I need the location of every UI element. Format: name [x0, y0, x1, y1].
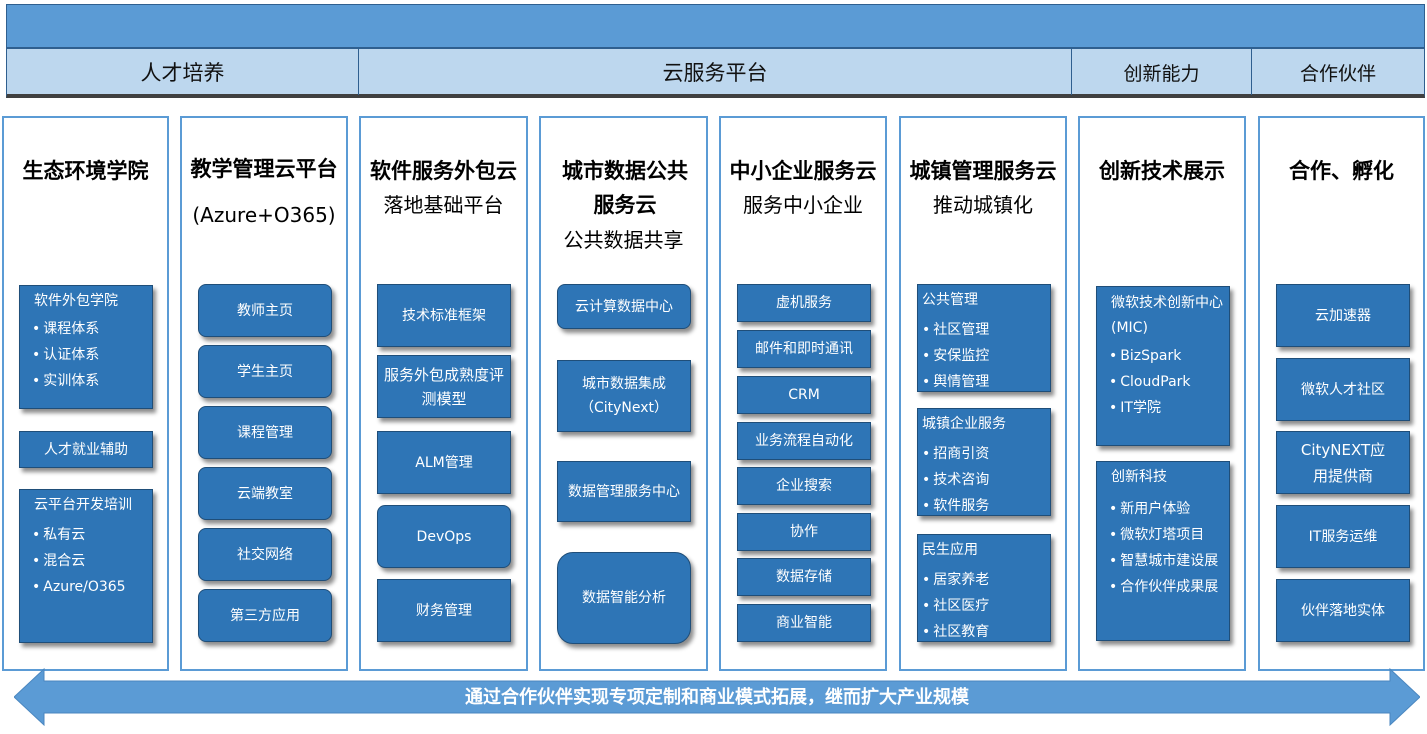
box-data-storage[interactable]: 数据存储: [737, 558, 871, 596]
box-tech-standard-framework[interactable]: 技术标准框架: [377, 284, 511, 347]
category-header: 人才培养 云服务平台 创新能力 合作伙伴: [6, 48, 1425, 98]
box-crm[interactable]: CRM: [737, 376, 871, 414]
list-item: 微软灯塔项目: [1109, 522, 1218, 548]
box-cloud-classroom[interactable]: 云端教室: [198, 467, 332, 520]
box-microsoft-innovation-center[interactable]: 微软技术创新中心(MIC) BizSpark CloudPark IT学院: [1096, 286, 1230, 446]
list-item: IT学院: [1109, 395, 1191, 421]
list-item: 智慧城市建设展: [1109, 548, 1218, 574]
column-subtitle: 落地基础平台: [383, 193, 504, 217]
box-vm-service[interactable]: 虚机服务: [737, 284, 871, 322]
list-item: 实训体系: [32, 368, 99, 394]
arrow-caption: 通过合作伙伴实现专项定制和商业模式拓展，继而扩大产业规模: [465, 687, 969, 708]
column-town-management-cloud: 城镇管理服务云 推动城镇化 公共管理 社区管理 安保监控 舆情管理 城镇企业服务…: [899, 116, 1067, 671]
double-arrow-banner: 通过合作伙伴实现专项定制和商业模式拓展，继而扩大产业规模: [13, 667, 1421, 727]
list-item: BizSpark: [1109, 343, 1191, 369]
box-student-home[interactable]: 学生主页: [198, 345, 332, 398]
box-business-intelligence[interactable]: 商业智能: [737, 604, 871, 642]
list-item: 合作伙伴成果展: [1109, 574, 1218, 600]
box-it-operations[interactable]: IT服务运维: [1276, 505, 1410, 568]
box-enterprise-search[interactable]: 企业搜索: [737, 467, 871, 505]
box-livelihood-apps[interactable]: 民生应用 居家养老 社区医疗 社区教育: [917, 534, 1051, 642]
header-innovation: 创新能力: [1072, 49, 1252, 95]
header-cloud-platform: 云服务平台: [359, 49, 1072, 95]
list-item: 居家养老: [922, 567, 989, 593]
list-item: 认证体系: [32, 342, 99, 368]
list-item: Azure/O365: [32, 574, 125, 600]
list-item: 社区教育: [922, 619, 989, 645]
list-item: 招商引资: [922, 441, 989, 467]
column-title: 创新技术展示: [1099, 159, 1225, 183]
box-data-management-center[interactable]: 数据管理服务中心: [557, 461, 691, 522]
box-finance-management[interactable]: 财务管理: [377, 579, 511, 642]
column-subtitle: (Azure+O365): [192, 203, 336, 227]
box-teacher-home[interactable]: 教师主页: [198, 284, 332, 337]
list-item: 安保监控: [922, 343, 989, 369]
column-cooperation-incubation: 合作、孵化 云加速器 微软人才社区 CityNEXT应用提供商 IT服务运维 伙…: [1258, 116, 1425, 671]
list-item: 社区管理: [922, 317, 989, 343]
column-software-outsourcing-cloud: 软件服务外包云 落地基础平台 技术标准框架 服务外包成熟度评测模型 ALM管理 …: [359, 116, 528, 671]
list-item: 社区医疗: [922, 593, 989, 619]
box-alm-management[interactable]: ALM管理: [377, 431, 511, 494]
column-title: 中小企业服务云: [729, 159, 877, 183]
box-town-enterprise-services[interactable]: 城镇企业服务 招商引资 技术咨询 软件服务: [917, 408, 1051, 516]
list-item: 舆情管理: [922, 369, 989, 395]
box-title: 创新科技: [1111, 469, 1167, 485]
column-title: 合作、孵化: [1289, 159, 1394, 183]
column-subtitle: 服务中小企业: [743, 193, 863, 217]
box-title: 公共管理: [922, 292, 978, 308]
box-title: 民生应用: [922, 542, 978, 558]
top-banner: [6, 4, 1425, 48]
box-public-management[interactable]: 公共管理 社区管理 安保监控 舆情管理: [917, 284, 1051, 392]
box-email-im[interactable]: 邮件和即时通讯: [737, 330, 871, 368]
column-subtitle: 推动城镇化: [933, 193, 1033, 217]
box-city-data-integration[interactable]: 城市数据集成（CityNext）: [557, 360, 691, 432]
list-item: 混合云: [32, 548, 126, 574]
box-title: 微软技术创新中心(MIC): [1111, 295, 1223, 336]
box-title: 软件外包学院: [34, 293, 118, 309]
list-item: 技术咨询: [922, 467, 989, 493]
column-subtitle: 公共数据共享: [563, 228, 684, 252]
column-title: 软件服务外包云: [370, 159, 517, 183]
column-title: 城镇管理服务云: [909, 159, 1057, 183]
box-citynext-provider[interactable]: CityNEXT应用提供商: [1276, 431, 1410, 494]
box-third-party-apps[interactable]: 第三方应用: [198, 589, 332, 642]
column-title: 生态环境学院: [22, 159, 149, 183]
box-course-management[interactable]: 课程管理: [198, 406, 332, 459]
box-social-network[interactable]: 社交网络: [198, 528, 332, 581]
list-item: CloudPark: [1109, 369, 1190, 395]
list-item: 新用户体验: [1109, 496, 1218, 522]
box-cloud-data-center[interactable]: 云计算数据中心: [557, 284, 691, 329]
column-teaching-cloud: 教学管理云平台 (Azure+O365) 教师主页 学生主页 课程管理 云端教室…: [180, 116, 348, 671]
box-title: 云平台开发培训: [34, 497, 132, 513]
list-item: 课程体系: [32, 316, 99, 342]
box-employment-assistance[interactable]: 人才就业辅助: [19, 431, 153, 468]
column-title: 城市数据公共服务云: [562, 159, 688, 217]
box-collaboration[interactable]: 协作: [737, 513, 871, 551]
column-title: 教学管理云平台: [190, 157, 338, 181]
header-talent-cultivation: 人才培养: [7, 49, 359, 95]
box-title: 城镇企业服务: [922, 416, 1006, 432]
box-devops[interactable]: DevOps: [377, 505, 511, 568]
column-innovation-showcase: 创新技术展示 微软技术创新中心(MIC) BizSpark CloudPark …: [1078, 116, 1246, 671]
box-talent-community[interactable]: 微软人才社区: [1276, 358, 1410, 421]
header-partners: 合作伙伴: [1299, 62, 1376, 85]
box-innovative-tech[interactable]: 创新科技 新用户体验 微软灯塔项目 智慧城市建设展 合作伙伴成果展: [1096, 461, 1230, 641]
box-cloud-accelerator[interactable]: 云加速器: [1276, 284, 1410, 347]
box-partner-entity[interactable]: 伙伴落地实体: [1276, 579, 1410, 642]
box-data-analytics[interactable]: 数据智能分析: [557, 552, 691, 644]
box-software-outsourcing-academy[interactable]: 软件外包学院 课程体系 认证体系 实训体系: [19, 285, 153, 409]
list-item: 软件服务: [922, 493, 989, 519]
column-ecology-academy: 生态环境学院 软件外包学院 课程体系 认证体系 实训体系 人才就业辅助 云平台开…: [2, 116, 169, 671]
column-sme-cloud: 中小企业服务云 服务中小企业 虚机服务 邮件和即时通讯 CRM 业务流程自动化 …: [719, 116, 887, 671]
box-maturity-model[interactable]: 服务外包成熟度评测模型: [377, 355, 511, 418]
box-workflow-automation[interactable]: 业务流程自动化: [737, 422, 871, 460]
list-item: 私有云: [32, 522, 126, 548]
column-city-data-cloud: 城市数据公共服务云 公共数据共享 云计算数据中心 城市数据集成（CityNext…: [539, 116, 708, 671]
box-cloud-dev-training[interactable]: 云平台开发培训 私有云 混合云 Azure/O365: [19, 489, 153, 643]
